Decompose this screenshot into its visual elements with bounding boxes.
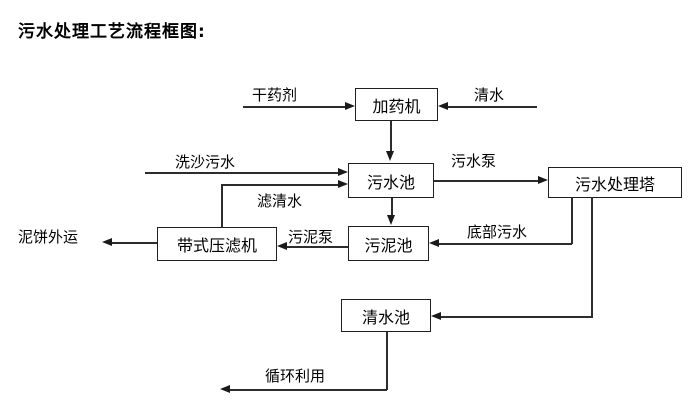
edge-label-bottom-sewage: 底部污水: [467, 223, 528, 241]
arrowhead-down-icon: [386, 151, 394, 161]
node-sludge-pool-label: 污泥池: [364, 235, 413, 255]
edge-label-sand-washing-sewage: 洗沙污水: [175, 153, 236, 171]
connector-line: [448, 106, 537, 108]
connector-line: [287, 246, 348, 248]
arrowhead-left-icon: [102, 238, 112, 246]
connector-line: [439, 243, 572, 245]
edge-label-dry-agent: 干药剂: [252, 86, 298, 104]
page-title: 污水处理工艺流程框图:: [18, 22, 206, 42]
connector-line: [390, 121, 392, 152]
arrowhead-left-icon: [220, 385, 230, 393]
arrowhead-right-icon: [538, 176, 548, 184]
edge-label-sludge-pump: 污泥泵: [288, 228, 334, 246]
connector-line: [591, 197, 593, 318]
connector-line: [391, 198, 393, 216]
node-dosing-machine-label: 加药机: [372, 96, 421, 116]
arrowhead-right-icon: [338, 180, 348, 188]
node-treatment-tower: 污水处理塔: [548, 167, 682, 198]
arrowhead-left-icon: [429, 239, 439, 247]
node-clear-water-pool: 清水池: [341, 299, 431, 332]
connector-line: [221, 184, 338, 186]
connector-line: [386, 332, 388, 390]
node-dosing-machine: 加药机: [355, 88, 438, 121]
arrowhead-right-icon: [338, 168, 348, 176]
node-treatment-tower-label: 污水处理塔: [574, 174, 655, 194]
node-sludge-pool: 污泥池: [348, 226, 429, 261]
edge-label-recycle: 循环利用: [265, 367, 326, 385]
node-belt-filter-press: 带式压滤机: [157, 227, 277, 261]
arrowhead-left-icon: [438, 102, 448, 110]
edge-label-clear-water: 清水: [474, 86, 505, 104]
connector-line: [243, 106, 345, 108]
arrowhead-left-icon: [431, 312, 441, 320]
connector-line: [230, 389, 387, 391]
connector-line: [221, 184, 223, 227]
connector-line: [434, 180, 538, 182]
arrowhead-down-icon: [387, 215, 395, 225]
edge-label-filtered-water: 滤清水: [257, 192, 303, 210]
connector-line: [571, 197, 573, 244]
connector-line: [112, 242, 157, 244]
arrowhead-left-icon: [277, 242, 287, 250]
connector-line: [441, 316, 592, 318]
edge-label-mud-cake-out: 泥饼外运: [18, 228, 79, 246]
node-clear-water-pool-label: 清水池: [361, 307, 410, 327]
connector-line: [145, 172, 338, 174]
edge-label-sewage-pump: 污水泵: [451, 152, 497, 170]
node-sewage-pool-label: 污水池: [366, 172, 415, 192]
arrowhead-right-icon: [345, 102, 355, 110]
node-belt-filter-press-label: 带式压滤机: [176, 236, 257, 255]
node-sewage-pool: 污水池: [348, 163, 434, 198]
